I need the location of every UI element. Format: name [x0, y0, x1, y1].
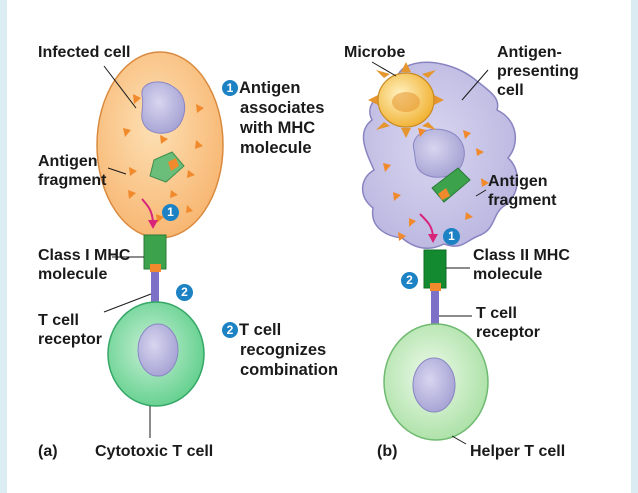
- panel-b-antigen-fragments: [383, 128, 489, 241]
- infected-cell-nucleus: [141, 81, 186, 134]
- infected-cell-shape: [96, 51, 224, 239]
- microbe-label: Microbe: [344, 44, 406, 61]
- panel-a-pointer-arrow: [141, 198, 154, 223]
- panel-b-receptor-shape: [431, 291, 439, 325]
- class1-mhc-shape: [143, 234, 167, 270]
- microbe-shape: [368, 62, 444, 138]
- panel-b-tcell-receptor-label: T cell receptor: [476, 305, 541, 341]
- cytotoxic-tcell-label: Cytotoxic T cell: [95, 443, 214, 460]
- panel-a-leader-lines: [103, 65, 152, 438]
- panel-a-antigen-fragment-label: Antigen fragment: [38, 153, 107, 189]
- cytotoxic-tcell-nucleus: [137, 323, 179, 377]
- class2-mhc-shape: [423, 249, 447, 289]
- panel-b-letter: (b): [377, 443, 398, 460]
- apc-label: Antigen- presenting cell: [497, 44, 579, 99]
- apc-cell-nucleus: [412, 128, 465, 178]
- infected-cell-label: Infected cell: [38, 44, 131, 61]
- panel-b-pointer-arrow: [419, 213, 434, 237]
- panel-a-step2-badge: 2: [176, 284, 193, 301]
- panel-b-leader-lines: [371, 61, 489, 445]
- panel-a-artwork: [96, 51, 224, 438]
- panel-b-artwork: [361, 61, 518, 445]
- helper-tcell-label: Helper T cell: [470, 443, 566, 460]
- class2-mhc-label: Class II MHC molecule: [473, 247, 570, 283]
- helper-tcell-nucleus: [412, 357, 456, 413]
- panel-a-receptor-shape: [151, 272, 159, 306]
- step2-number-badge: 2: [222, 322, 238, 338]
- panel-a-tcell-receptor-label: T cell receptor: [38, 312, 103, 348]
- right-accent-bar: [631, 0, 638, 493]
- step1-number-badge: 1: [222, 80, 238, 96]
- panel-b-step2-badge: 2: [401, 272, 418, 289]
- panel-b-step1-badge: 1: [443, 228, 460, 245]
- panel-a-letter: (a): [38, 443, 58, 460]
- panel-a-antigen-fragments: [123, 94, 204, 223]
- panel-a-step1-badge: 1: [162, 204, 179, 221]
- panel-b-antigen-fragment-label: Antigen fragment: [488, 173, 557, 209]
- class1-mhc-label: Class I MHC molecule: [38, 247, 131, 283]
- left-accent-bar: [0, 0, 7, 493]
